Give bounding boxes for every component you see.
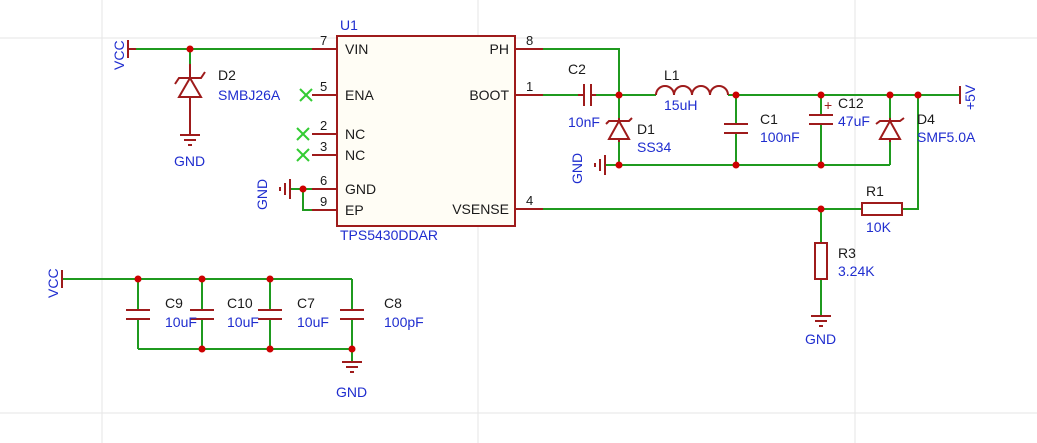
gnd-symbol-pin6 [279, 179, 291, 199]
u1-body [336, 35, 516, 227]
wire-ep [302, 188, 312, 211]
pin-number-9: 9 [320, 194, 327, 209]
c12-ref: C12 [838, 95, 864, 111]
nc-marker-pin2 [296, 127, 310, 141]
r3-symbol [814, 242, 828, 280]
nc-marker-ena [299, 88, 313, 102]
net-label-5v: +5V [962, 84, 978, 110]
nc-marker-pin3 [296, 148, 310, 162]
l1-value: 15uH [664, 97, 697, 113]
net-label-gnd-output: GND [569, 153, 585, 184]
c7-ref: C7 [297, 295, 315, 311]
d4-symbol [875, 117, 905, 142]
l1-ref: L1 [664, 67, 680, 83]
c9-symbol [126, 309, 150, 320]
junctions [134, 45, 922, 353]
d2-ref: D2 [218, 67, 236, 83]
c2-symbol [578, 84, 596, 106]
net-label-gnd-pin6: GND [254, 179, 270, 210]
c12-value: 47uF [838, 113, 870, 129]
no-connect-markers [296, 88, 313, 162]
net-label-vcc-top: VCC [111, 40, 127, 70]
d1-symbol [605, 117, 633, 142]
d4-ref: D4 [917, 111, 935, 127]
pin-number-1: 1 [526, 79, 533, 94]
r3-value: 3.24K [838, 263, 875, 279]
components [61, 35, 961, 373]
pin-name-nc-2: NC [345, 126, 365, 142]
wires [62, 48, 960, 362]
r1-value: 10K [866, 219, 892, 235]
c8-ref: C8 [384, 295, 402, 311]
net-label-gnd-r3: GND [805, 331, 836, 347]
c10-symbol [190, 309, 214, 320]
c7-symbol [258, 309, 282, 320]
l1-symbol [655, 85, 729, 96]
pin-name-ena: ENA [345, 87, 374, 103]
pin-number-4: 4 [526, 193, 533, 208]
pin-number-5: 5 [320, 79, 327, 94]
pin-number-3: 3 [320, 139, 327, 154]
pin-name-vsense: VSENSE [452, 201, 509, 217]
wire-r1-right [902, 95, 919, 210]
c1-symbol [724, 123, 748, 134]
r3-ref: R3 [838, 245, 856, 261]
pin-number-8: 8 [526, 33, 533, 48]
c7-value: 10uF [297, 314, 329, 330]
pin-number-2: 2 [320, 118, 327, 133]
u1-part-number: TPS5430DDAR [340, 227, 438, 243]
u1-designator: U1 [340, 17, 358, 33]
c8-symbol [340, 309, 364, 320]
c1-value: 100nF [760, 129, 800, 145]
gnd-symbol-d2 [180, 134, 200, 146]
net-label-vcc-bank: VCC [45, 268, 61, 298]
pin-name-vin: VIN [345, 41, 368, 57]
pin-name-boot: BOOT [469, 87, 509, 103]
c10-value: 10uF [227, 314, 259, 330]
gnd-symbol-output [594, 155, 606, 175]
c8-value: 100pF [384, 314, 424, 330]
d2-tvs-symbol [174, 64, 206, 135]
c1-ref: C1 [760, 111, 778, 127]
c2-ref: C2 [568, 61, 586, 77]
r1-ref: R1 [866, 183, 884, 199]
net-label-gnd-bank: GND [336, 384, 367, 400]
pin-number-7: 7 [320, 33, 327, 48]
wire-ph [543, 48, 620, 95]
c12-polarity-mark: + [824, 97, 832, 113]
c2-value: 10nF [568, 114, 600, 130]
d4-value: SMF5.0A [917, 129, 976, 145]
pin-number-6: 6 [320, 173, 327, 188]
gnd-symbol-r3 [811, 315, 831, 327]
pin-name-ph: PH [490, 41, 509, 57]
c9-ref: C9 [165, 295, 183, 311]
pin-name-nc-3: NC [345, 147, 365, 163]
c9-value: 10uF [165, 314, 197, 330]
c10-ref: C10 [227, 295, 253, 311]
pin-name-ep: EP [345, 202, 364, 218]
d1-ref: D1 [637, 121, 655, 137]
pin-name-gnd: GND [345, 181, 376, 197]
d1-value: SS34 [637, 139, 671, 155]
net-label-gnd-d2: GND [174, 153, 205, 169]
gnd-symbol-bank [342, 361, 362, 373]
r1-symbol [861, 202, 903, 216]
c12-symbol [809, 114, 833, 125]
d2-value: SMBJ26A [218, 87, 281, 103]
